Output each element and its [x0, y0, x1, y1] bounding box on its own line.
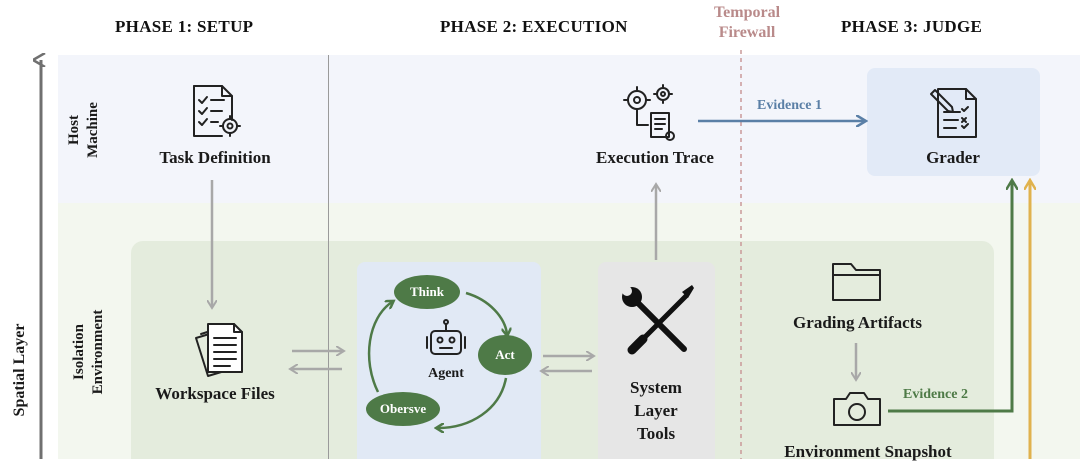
grading-artifacts-label: Grading Artifacts [793, 313, 922, 332]
think-label: Think [410, 284, 444, 299]
robot-icon [426, 319, 466, 355]
iso-line-2: Environment [90, 309, 106, 395]
observe-node [366, 392, 440, 426]
tools-line-2: Layer [634, 401, 678, 420]
host-machine-label: Host Machine [65, 92, 105, 168]
workspace-files-label: Workspace Files [155, 384, 275, 403]
grader-label: Grader [926, 148, 980, 167]
host-line-1: Host [66, 115, 82, 145]
observe-label: Obersve [379, 401, 427, 416]
phase-2-title: PHASE 2: EXECUTION [440, 17, 628, 36]
isolation-environment-label: Isolation Environment [70, 302, 110, 402]
iso-line-1: Isolation [71, 324, 87, 380]
loop-observe-to-think [367, 302, 392, 393]
grader-box [867, 68, 1040, 176]
firewall-line-2: Firewall [718, 24, 776, 41]
phase-3-title: PHASE 3: JUDGE [841, 17, 983, 36]
grading-document-icon [930, 88, 977, 138]
tools-box [598, 262, 715, 459]
temporal-firewall-label: Temporal Firewall [700, 3, 794, 43]
gears-document-icon [623, 84, 675, 141]
act-label: Act [495, 347, 515, 362]
loop-act-to-observe [438, 377, 508, 428]
camera-icon [833, 392, 881, 426]
act-node [478, 335, 532, 375]
loop-think-to-act [465, 291, 507, 334]
phase-1-title: PHASE 1: SETUP [115, 17, 254, 36]
wrench-screwdriver-icon [622, 285, 694, 355]
checklist-gear-icon [193, 85, 241, 137]
system-layer-tools-label: System Layer Tools [608, 376, 704, 445]
tools-line-3: Tools [636, 424, 676, 443]
spatial-layer-label: Spatial Layer [11, 323, 28, 417]
folder-icon [832, 263, 881, 301]
execution-trace-label: Execution Trace [596, 148, 714, 167]
host-line-2: Machine [85, 102, 101, 158]
phase-divider [328, 55, 329, 459]
evidence-2-arrow [888, 182, 1012, 413]
task-definition-label: Task Definition [159, 148, 271, 167]
think-node [394, 275, 460, 309]
tools-line-1: System [630, 378, 682, 397]
documents-stack-icon [195, 323, 243, 377]
evidence-2-label: Evidence 2 [903, 387, 968, 402]
evidence-1-label: Evidence 1 [757, 98, 822, 113]
firewall-line-1: Temporal [713, 4, 781, 21]
agent-label: Agent [428, 366, 464, 381]
environment-snapshot-label: Environment Snapshot [784, 442, 952, 461]
isolation-inner-box [131, 241, 994, 459]
